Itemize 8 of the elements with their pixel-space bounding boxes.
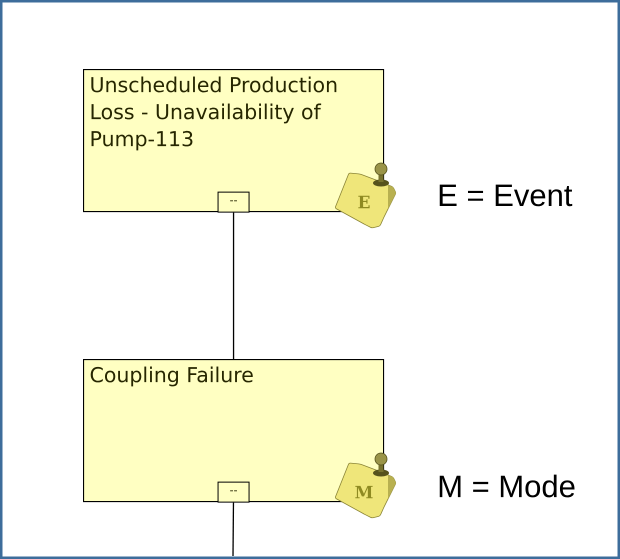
sticky-note: M — [335, 452, 396, 518]
key-text: M = Mode — [440, 474, 574, 498]
key-text: E = Event — [440, 184, 572, 206]
toggle-box: -- — [218, 482, 250, 503]
toggle-box: -- — [218, 192, 250, 213]
sticky-note: E — [335, 162, 396, 228]
connector-line — [232, 212, 234, 359]
connector-line — [232, 502, 234, 556]
